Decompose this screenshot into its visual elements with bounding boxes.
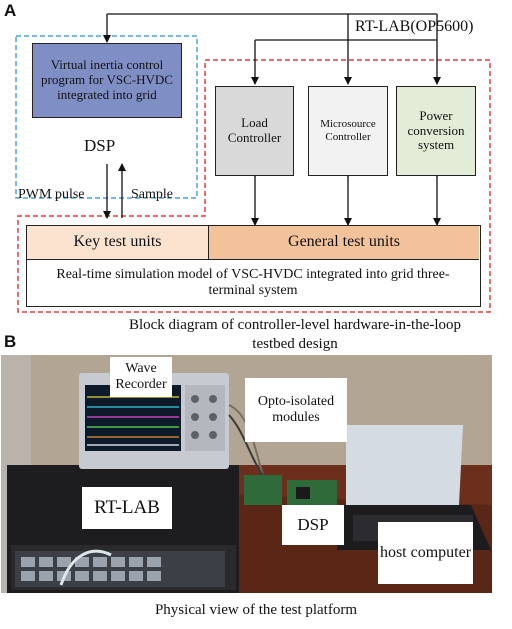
wave-recorder-text: Wave Recorder — [115, 360, 167, 392]
rtlab-dashed-border — [17, 59, 491, 313]
key-test-units-cell: Key test units — [27, 226, 209, 260]
pwm-label: PWM pulse — [18, 187, 85, 202]
dsp-photo-label: DSP — [282, 505, 344, 545]
microsource-controller-box: Microsource Controller — [308, 86, 388, 176]
microsource-controller-text: Microsource Controller — [320, 118, 376, 143]
dsp-program-box: Virtual inertia control program for VSC-… — [32, 43, 182, 118]
dsp-label: DSP — [84, 136, 116, 155]
sample-label: Sample — [131, 187, 173, 202]
host-computer-text: host computer — [379, 543, 472, 561]
simulation-model-cell: Real-time simulation model of VSC-HVDC i… — [27, 260, 479, 306]
power-conversion-box: Power conversion system — [396, 86, 476, 176]
panel-a-letter: A — [4, 1, 17, 20]
opto-modules-label: Opto-isolated modules — [245, 378, 347, 442]
key-test-units-text: Key test units — [73, 233, 162, 251]
general-test-units-text: General test units — [288, 233, 400, 251]
panel-b-caption: Physical view of the test platform — [154, 602, 358, 618]
opto-modules-text: Opto-isolated modules — [257, 393, 335, 425]
load-controller-box: Load Controller — [215, 86, 294, 176]
load-controller-text: Load Controller — [227, 115, 282, 145]
test-units-table: Key test units General test units Real-t… — [26, 225, 481, 307]
general-test-units-cell: General test units — [209, 226, 479, 260]
panel-a-caption: Block diagram of controller-level hardwa… — [128, 317, 462, 352]
panel-b-letter: B — [4, 332, 17, 351]
rt-lab-photo-label: RT-LAB — [82, 487, 172, 529]
rt-lab-label: RT-LAB(OP5600) — [355, 18, 474, 35]
wave-recorder-label: Wave Recorder — [110, 357, 172, 397]
rt-lab-photo-text: RT-LAB — [94, 497, 160, 519]
simulation-model-text: Real-time simulation model of VSC-HVDC i… — [56, 266, 450, 298]
connector-lines — [15, 13, 491, 313]
host-computer-label: host computer — [378, 522, 473, 584]
dsp-photo-text: DSP — [297, 515, 329, 535]
dsp-program-text: Virtual inertia control program for VSC-… — [41, 57, 173, 102]
power-conversion-text: Power conversion system — [407, 107, 465, 153]
